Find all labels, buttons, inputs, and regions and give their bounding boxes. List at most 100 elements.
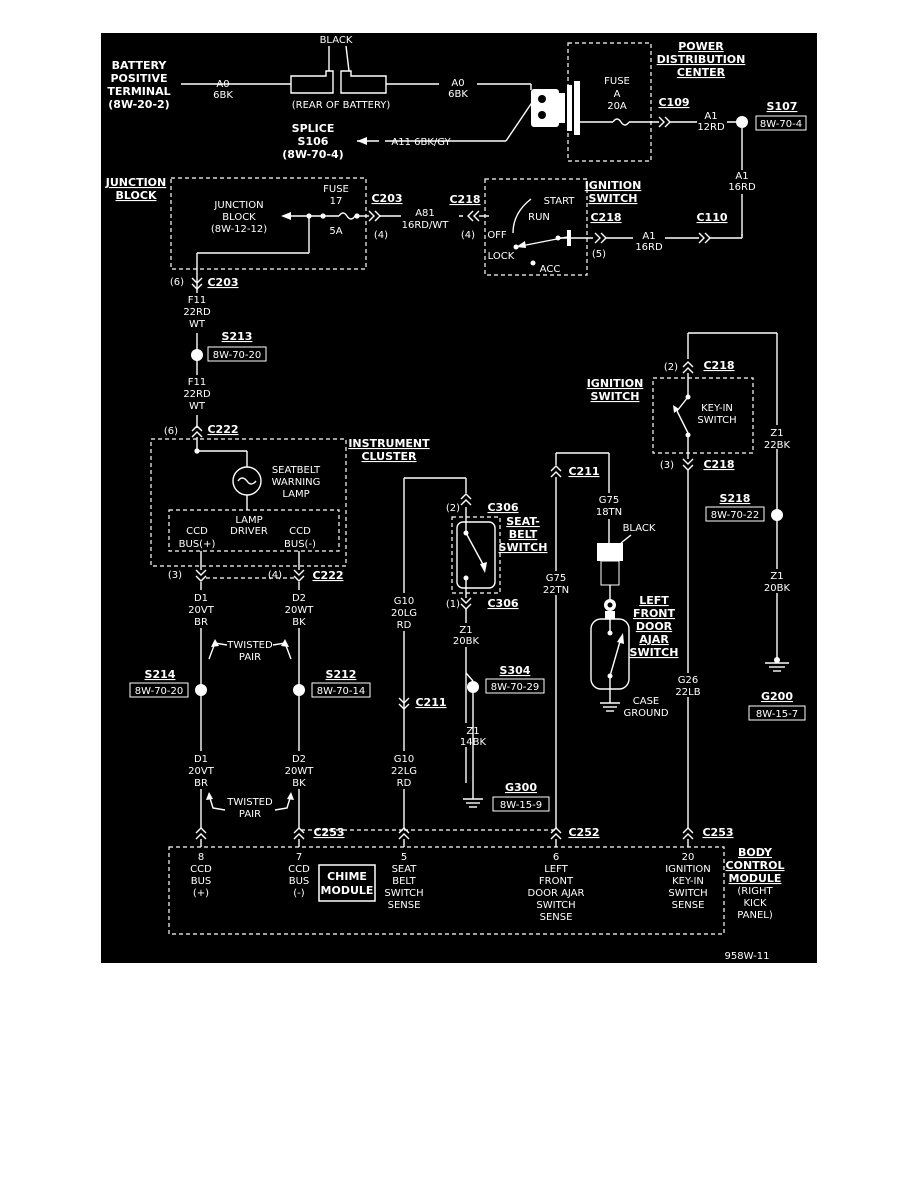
label-pin8-l4: (+)	[193, 888, 209, 899]
label-seatbelt-sw-l1: SEAT-	[506, 515, 540, 528]
label-d1-a-g2: BR	[194, 617, 208, 628]
label-fuse17-l1: FUSE	[323, 184, 349, 195]
label-ic-l1: INSTRUMENT	[348, 437, 430, 450]
label-twisted-b-l2: PAIR	[239, 809, 261, 820]
label-pin6-l6: SENSE	[540, 912, 573, 923]
label-ign-title-l2: SWITCH	[589, 192, 638, 205]
label-battery-l1: BATTERY	[112, 59, 168, 72]
label-z1-a-g: 20BK	[453, 636, 480, 647]
label-g75-a-g: 18TN	[596, 507, 622, 518]
label-a1-mid: A1	[642, 231, 655, 242]
label-pin6-l1: 6	[553, 852, 559, 863]
key-in-switch: (2) C218 IGNITION SWITCH KEY-IN SWITCH (…	[587, 332, 777, 847]
label-a0-left: A0	[216, 79, 229, 90]
label-pin2-c218: (2)	[664, 362, 678, 373]
label-black-top: BLACK	[320, 35, 353, 46]
label-chime-l1: CHIME	[327, 870, 367, 883]
label-lfda-l5: SWITCH	[630, 646, 679, 659]
label-lfda-l4: AJAR	[639, 633, 669, 646]
label-g300-ref: 8W-15-9	[500, 800, 542, 811]
label-bcm-l4: (RIGHT	[737, 886, 773, 897]
label-c203: C203	[371, 192, 402, 205]
label-g75-a: G75	[599, 495, 619, 506]
label-c252: C252	[568, 826, 599, 839]
label-twisted-a-l2: PAIR	[239, 652, 261, 663]
label-case-l1: CASE	[633, 696, 660, 707]
label-g10-a-g1: 20LG	[391, 608, 417, 619]
label-battery-l2: POSITIVE	[110, 72, 167, 85]
label-keyin-l1: KEY-IN	[701, 403, 733, 414]
label-pin5-l3: BELT	[392, 876, 416, 887]
label-z1-d: Z1	[770, 571, 783, 582]
label-g10-b-g2: RD	[397, 778, 412, 789]
battery-section: BLACK BATTERY POSITIVE TERMINAL (8W-20-2…	[107, 35, 580, 161]
label-pin6-c203: (6)	[170, 277, 184, 288]
label-pin7-l3: BUS	[289, 876, 310, 887]
label-splice-l3: (8W-70-4)	[282, 148, 343, 161]
label-splice-l2: S106	[298, 135, 329, 148]
label-ccd-r: CCD	[289, 526, 311, 537]
label-c306-a: C306	[487, 501, 518, 514]
label-a1-mid-g: 16RD	[635, 242, 663, 253]
label-c218-a: C218	[449, 193, 480, 206]
seatbelt-switch: (2) C306 SEAT- BELT SWITCH (1) C306 Z1 2…	[404, 477, 550, 812]
label-a0-right: A0	[451, 78, 464, 89]
label-c211-a: C211	[415, 696, 446, 709]
label-s213-ref: 8W-70-20	[213, 350, 262, 361]
door-ajar-switch: C211 G75 22TN G75 18TN BLACK CASE GROUND…	[301, 452, 679, 847]
label-c109: C109	[658, 96, 689, 109]
label-f11-a-g1: 22RD	[183, 307, 211, 318]
label-pin5-l1: 5	[401, 852, 407, 863]
label-z1-a: Z1	[459, 625, 472, 636]
label-s218: S218	[720, 492, 751, 505]
label-g75-b: G75	[546, 573, 566, 584]
label-twisted-b-l1: TWISTED	[226, 797, 273, 808]
label-a11: A11 6BK/GY	[391, 137, 451, 148]
label-pin3-c218: (3)	[660, 460, 674, 471]
label-a1-top-g: 12RD	[697, 122, 725, 133]
label-pin5-l4: SWITCH	[384, 888, 423, 899]
label-off: OFF	[487, 230, 507, 241]
label-pin20-l2: IGNITION	[665, 864, 711, 875]
label-pin7-l2: CCD	[288, 864, 310, 875]
label-d2-b-g2: BK	[292, 778, 306, 789]
label-d1-b-g1: 20VT	[188, 766, 215, 777]
label-bcm-l2: CONTROL	[726, 859, 785, 872]
label-s214: S214	[145, 668, 176, 681]
label-rear-battery: (REAR OF BATTERY)	[292, 100, 391, 111]
label-pdc-l2: DISTRIBUTION	[657, 53, 746, 66]
label-d2-a-g2: BK	[292, 617, 306, 628]
label-fuse-a-l2: A	[614, 89, 621, 100]
label-pin5-l2: SEAT	[392, 864, 418, 875]
label-bus-plus: BUS(+)	[179, 539, 216, 550]
label-c222-b: C222	[312, 569, 343, 582]
label-a0-left-g: 6BK	[213, 90, 233, 101]
label-d2-a: D2	[292, 593, 306, 604]
label-a81: A81	[415, 208, 435, 219]
label-bcm-l1: BODY	[738, 846, 773, 859]
label-g200-ref: 8W-15-7	[756, 709, 798, 720]
label-g10-b-g1: 22LG	[391, 766, 417, 777]
label-pin6-l4: DOOR AJAR	[528, 888, 585, 899]
label-s218-ref: 8W-70-22	[711, 510, 760, 521]
label-lfda-l1: LEFT	[639, 594, 669, 607]
label-z1-c: Z1	[770, 428, 783, 439]
label-pin20-l3: KEY-IN	[672, 876, 704, 887]
label-s107: S107	[767, 100, 798, 113]
label-jb-inner-l3: (8W-12-12)	[211, 224, 267, 235]
label-pin6-l5: SWITCH	[536, 900, 575, 911]
label-s304-ref: 8W-70-29	[491, 682, 540, 693]
label-c218-b: C218	[590, 211, 621, 224]
g10-circuit: G10 20LG RD C211 G10 22LG RD	[389, 478, 447, 847]
label-c222-a: C222	[207, 423, 238, 436]
label-g300: G300	[505, 781, 537, 794]
label-case-l2: GROUND	[623, 708, 668, 719]
label-z1-d-g: 20BK	[764, 583, 791, 594]
label-ign2-l2: SWITCH	[591, 390, 640, 403]
ignition-switch: IGNITION SWITCH START RUN OFF LOCK ACC C…	[484, 178, 743, 276]
f11-circuit: (6) C203 F11 22RD WT S213 8W-70-20 F11 2…	[164, 276, 267, 438]
junction-block: JUNCTION BLOCK JUNCTION BLOCK (8W-12-12)…	[105, 176, 489, 288]
label-g26-g: 22LB	[675, 687, 700, 698]
label-d1-b-g2: BR	[194, 778, 208, 789]
label-d2-b-g1: 20WT	[285, 766, 315, 777]
